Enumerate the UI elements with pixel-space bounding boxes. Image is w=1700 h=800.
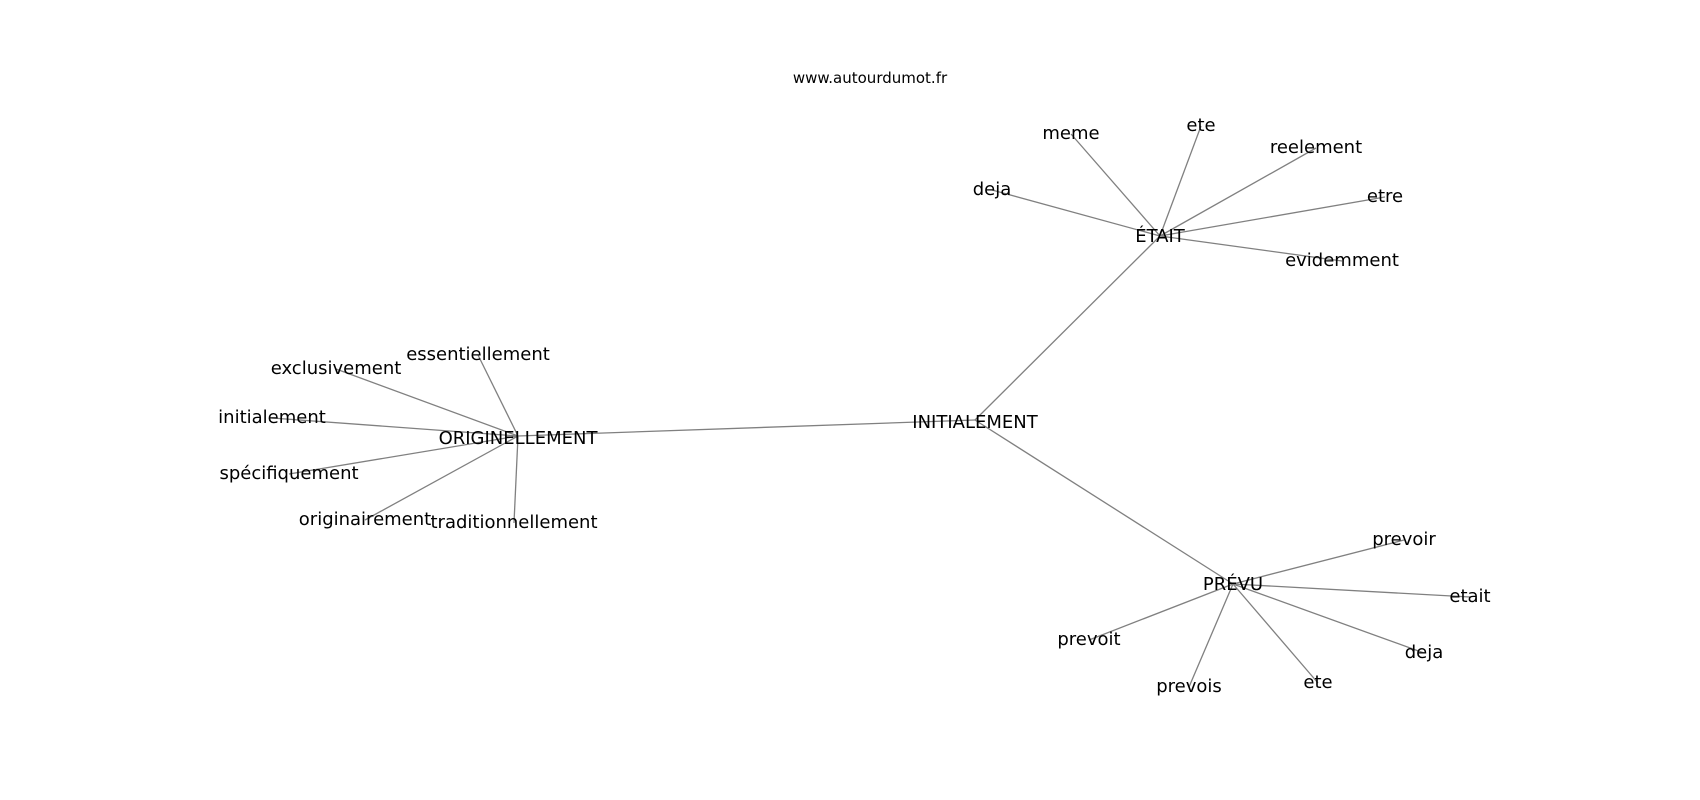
center-node-label: INITIALEMENT (912, 412, 1038, 433)
edge-center-hub (974, 235, 1161, 421)
leaf-node-label: etait (1449, 586, 1490, 607)
graph-edges (271, 125, 1471, 688)
hub-node-label: ORIGINELLEMENT (439, 428, 599, 449)
edge-hub-leaf (1159, 196, 1386, 237)
leaf-node-label: originairement (299, 509, 431, 530)
leaf-node-label: meme (1042, 123, 1099, 144)
edge-hub-leaf (271, 417, 519, 437)
edge-hub-leaf (335, 368, 519, 437)
watermark-text: www.autourdumot.fr (793, 69, 948, 87)
edge-hub-leaf (1232, 539, 1405, 585)
edge-hub-leaf (1070, 133, 1161, 237)
hub-node-label: ÉTAIT (1135, 225, 1186, 247)
leaf-node-label: etre (1367, 186, 1403, 207)
edge-hub-leaf (1159, 147, 1317, 237)
edge-hub-leaf (1232, 583, 1319, 684)
edge-center-hub (974, 419, 1234, 585)
leaf-node-label: traditionnellement (430, 512, 597, 533)
graph-labels: www.autourdumot.fr INITIALEMENT ORIGINELL… (218, 69, 1490, 697)
edge-center-hub (517, 419, 976, 437)
edge-hub-leaf (477, 354, 519, 437)
leaf-node-label: initialement (218, 407, 326, 428)
leaf-node-label: evidemment (1285, 250, 1399, 271)
edge-hub-leaf (364, 435, 519, 521)
edge-hub-leaf (513, 435, 519, 524)
leaf-node-label: prevois (1156, 676, 1222, 697)
edge-hub-leaf (991, 189, 1161, 237)
hub-node-label: PRÉVU (1203, 573, 1263, 595)
leaf-node-label: deja (973, 179, 1012, 200)
leaf-node-label: reelement (1270, 137, 1362, 158)
leaf-node-label: deja (1405, 642, 1444, 663)
leaf-node-label: ete (1303, 672, 1332, 693)
edge-hub-leaf (1188, 583, 1234, 688)
edge-hub-leaf (1232, 583, 1471, 598)
leaf-node-label: spécifiquement (219, 463, 358, 484)
leaf-node-label: exclusivement (271, 358, 402, 379)
leaf-node-label: ete (1186, 115, 1215, 136)
leaf-node-label: prevoir (1372, 529, 1436, 550)
edge-hub-leaf (1159, 125, 1202, 237)
edge-hub-leaf (288, 435, 519, 475)
leaf-node-label: essentiellement (406, 344, 550, 365)
edge-hub-leaf (1232, 583, 1425, 654)
edge-hub-leaf (1159, 235, 1343, 262)
edge-hub-leaf (1088, 583, 1234, 641)
leaf-node-label: prevoit (1057, 629, 1120, 650)
